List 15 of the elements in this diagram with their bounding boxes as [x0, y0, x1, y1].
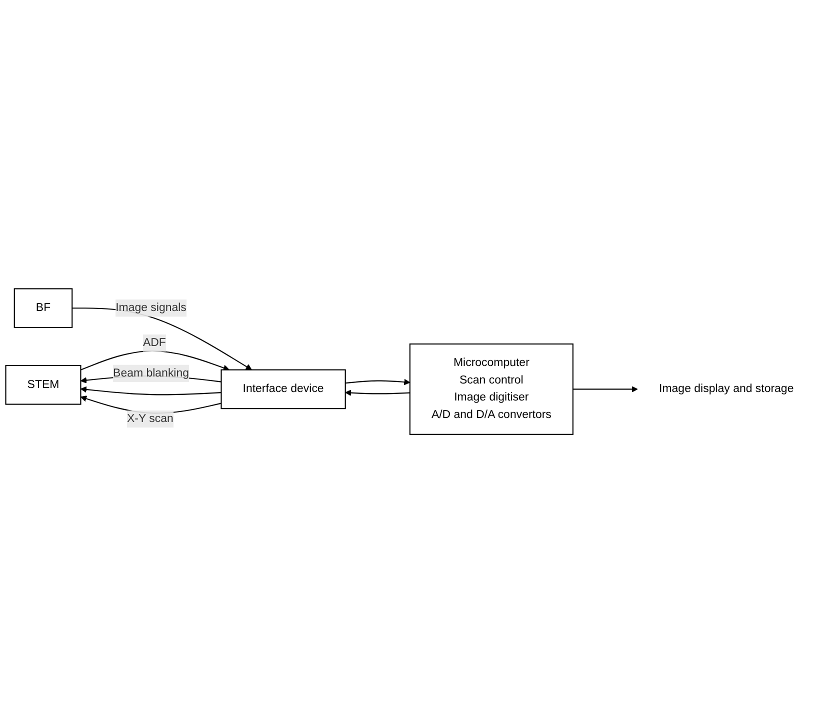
node-box: Microcomputer Scan control Image digitiser A/D and D/A convertors: [409, 344, 574, 436]
arrow: [72, 308, 252, 371]
edge-label: X-Y scan: [126, 413, 174, 426]
node-box: Interface device: [220, 370, 346, 410]
edge-label: Beam blanking: [113, 367, 190, 380]
arrow: [345, 390, 410, 396]
node-text: Image display and storage: [659, 383, 794, 396]
arrow: [345, 379, 410, 386]
arrow: [80, 386, 222, 396]
arrow: [80, 350, 230, 372]
edge-label: Image signals: [116, 302, 186, 314]
arrow: [572, 386, 638, 393]
node-box: STEM: [5, 365, 82, 406]
edge-label: ADF: [142, 337, 166, 350]
node-box: BF: [14, 288, 73, 328]
